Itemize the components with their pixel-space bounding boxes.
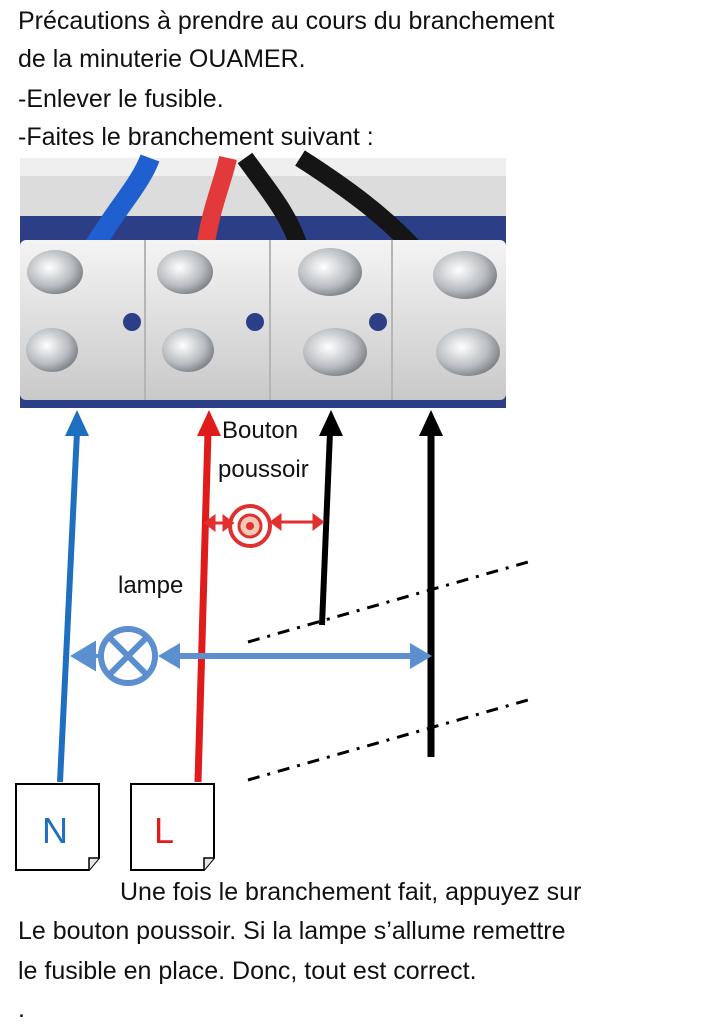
neutral-label: N xyxy=(42,810,68,851)
outro-line-2: Le bouton poussoir. Si la lampe s’allume… xyxy=(18,917,566,945)
terminal-block-photo xyxy=(20,150,506,408)
lamp-label: lampe xyxy=(118,572,183,599)
lamp-return-wire xyxy=(419,410,443,757)
button-connector-left xyxy=(203,514,235,532)
intro-line-3: -Enlever le fusible. xyxy=(18,85,224,113)
button-label-line-1: Bouton xyxy=(222,417,298,444)
intro-line-1: Précautions à prendre au cours du branch… xyxy=(18,7,555,35)
outro-line-4: . xyxy=(18,995,25,1023)
live-wire xyxy=(194,410,221,783)
outro-line-3: le fusible en place. Donc, tout est corr… xyxy=(18,957,477,985)
intro-line-2: de la minuterie OUAMER. xyxy=(18,45,306,73)
intro-line-4: -Faites le branchement suivant : xyxy=(18,123,374,151)
lamp-right-link xyxy=(158,643,432,669)
neutral-box: N xyxy=(15,783,100,871)
lamp-icon xyxy=(98,626,158,686)
live-box: L xyxy=(130,783,215,871)
dash-dot-lines xyxy=(247,560,529,782)
push-button-icon xyxy=(228,504,272,548)
button-label-line-2: poussoir xyxy=(218,456,309,483)
neutral-wire xyxy=(57,410,89,783)
lamp-left-connector xyxy=(70,640,100,672)
live-label: L xyxy=(154,810,174,851)
button-connector-right xyxy=(269,513,325,531)
outro-line-1: Une fois le branchement fait, appuyez su… xyxy=(120,878,582,906)
button-return-wire xyxy=(319,410,343,626)
